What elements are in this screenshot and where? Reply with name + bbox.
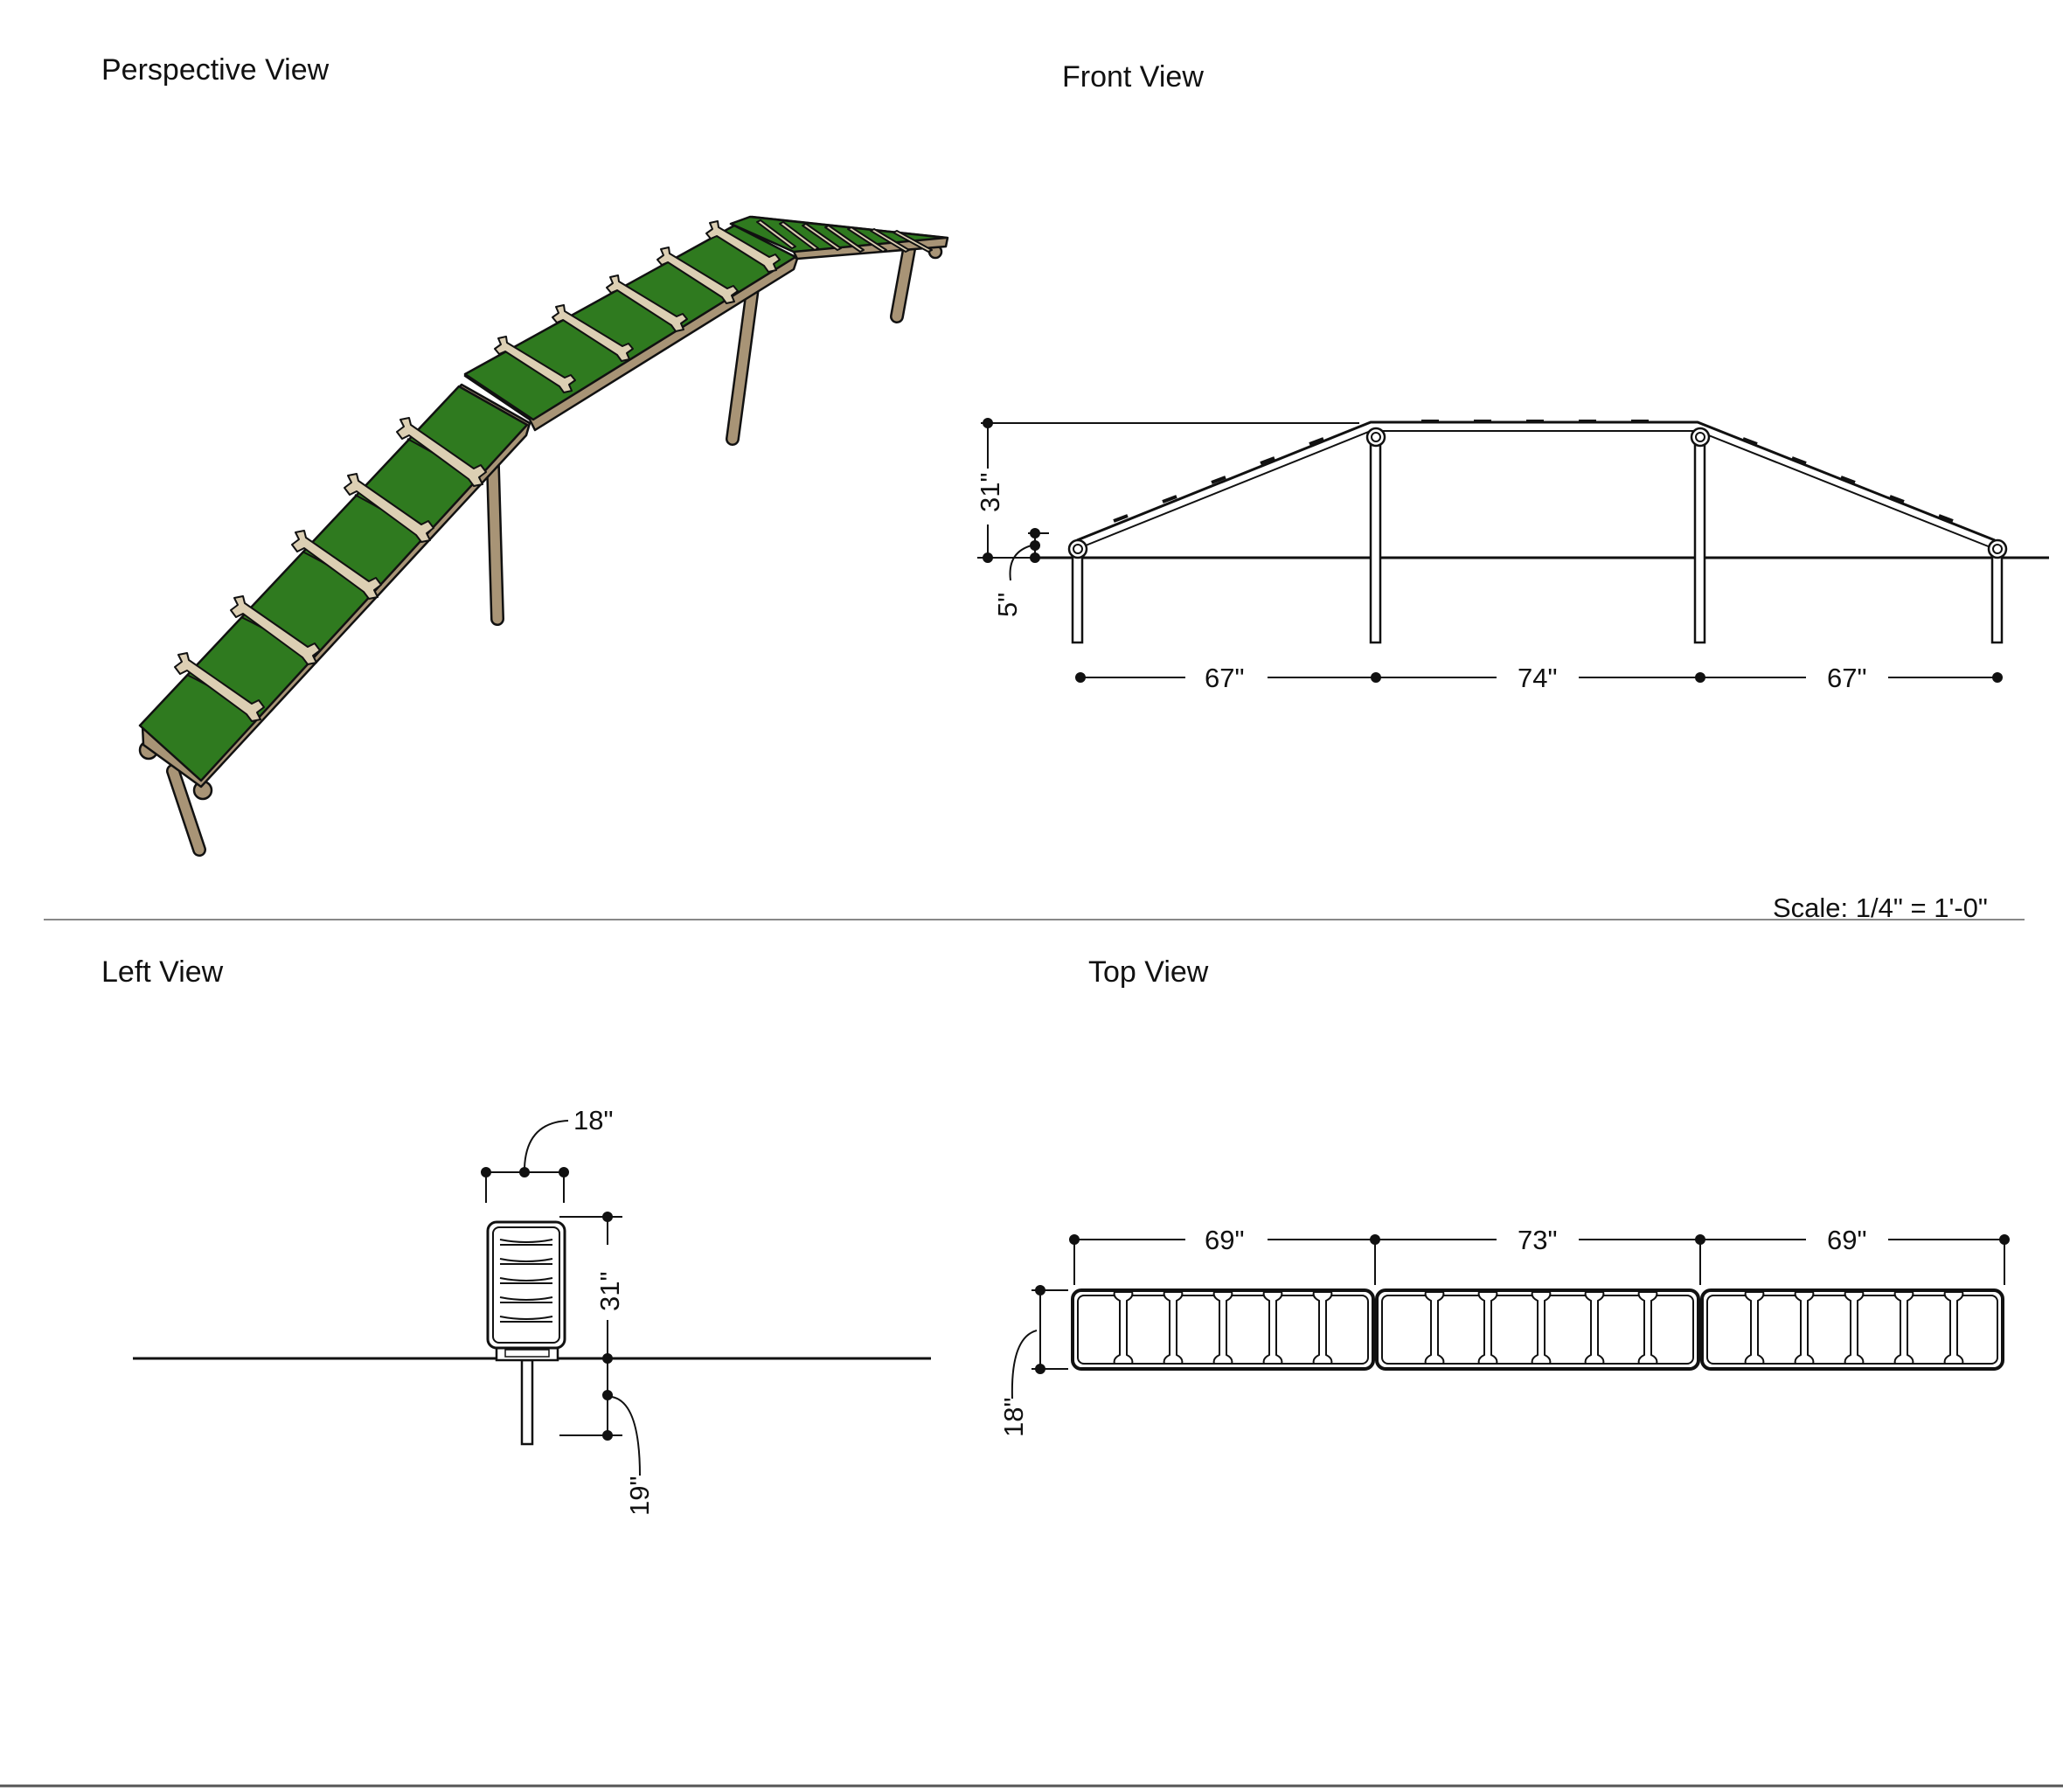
left-view-title: Left View <box>101 955 224 989</box>
front-view-title: Front View <box>1062 60 1204 94</box>
front-post <box>1369 434 1382 644</box>
top-bones <box>1113 1291 1964 1365</box>
left-height-label: 31" <box>594 1272 625 1312</box>
left-base-bracket <box>504 1349 550 1358</box>
front-post-cap <box>1067 538 1088 559</box>
front-post-cap <box>1365 427 1386 448</box>
left-view-drawing <box>133 1120 931 1476</box>
front-post <box>1990 547 2004 644</box>
front-post-above-label: 5" <box>992 593 1023 617</box>
perspective-post <box>892 244 914 322</box>
front-view-drawing <box>977 418 2049 683</box>
left-deck-slats <box>499 1239 553 1323</box>
top-len-left-label: 69" <box>1205 1225 1245 1255</box>
perspective-post <box>168 766 205 855</box>
front-tread-marks <box>1113 420 1954 523</box>
left-deck-end-inner <box>492 1226 560 1344</box>
front-post-cap <box>1992 544 2003 554</box>
top-len-middle-label: 73" <box>1518 1225 1558 1255</box>
perspective-post <box>727 276 759 444</box>
perspective-far-treads <box>756 219 933 253</box>
front-post-cap <box>1695 432 1705 442</box>
front-post-cap <box>1690 427 1711 448</box>
top-view-title: Top View <box>1088 955 1209 989</box>
front-post-cap <box>1073 544 1083 554</box>
front-post <box>1693 434 1706 644</box>
top-width-label: 18" <box>998 1398 1029 1438</box>
front-post-cap <box>1371 432 1381 442</box>
front-span-middle-label: 74" <box>1518 663 1558 693</box>
left-depth-label: 19" <box>624 1476 655 1517</box>
front-span-dimensions <box>1075 672 2003 683</box>
top-length-dimensions <box>1069 1234 2010 1285</box>
perspective-bones <box>494 220 781 393</box>
perspective-ramp-deck <box>138 385 529 782</box>
left-height-dimension <box>559 1212 641 1476</box>
top-width-dimension <box>1011 1285 1068 1400</box>
left-width-label: 18" <box>573 1105 614 1136</box>
top-view-drawing <box>1011 1234 2010 1400</box>
left-deck-end <box>486 1220 566 1350</box>
front-span-left-label: 67" <box>1205 663 1245 693</box>
front-span-right-label: 67" <box>1827 663 1867 693</box>
left-width-dimension <box>481 1120 569 1203</box>
front-height-dimension <box>977 418 1359 581</box>
perspective-drawing <box>138 215 949 857</box>
top-len-right-label: 69" <box>1827 1225 1867 1255</box>
front-deck-outline-inner <box>1076 430 1996 550</box>
perspective-view-title: Perspective View <box>101 53 330 87</box>
left-post <box>520 1358 534 1446</box>
front-post <box>1071 547 1084 644</box>
scale-note: Scale: 1/4" = 1'-0" <box>1773 893 1988 923</box>
front-post-cap <box>1987 538 2008 559</box>
front-height-label: 31" <box>975 473 1005 513</box>
perspective-bones <box>174 417 487 722</box>
